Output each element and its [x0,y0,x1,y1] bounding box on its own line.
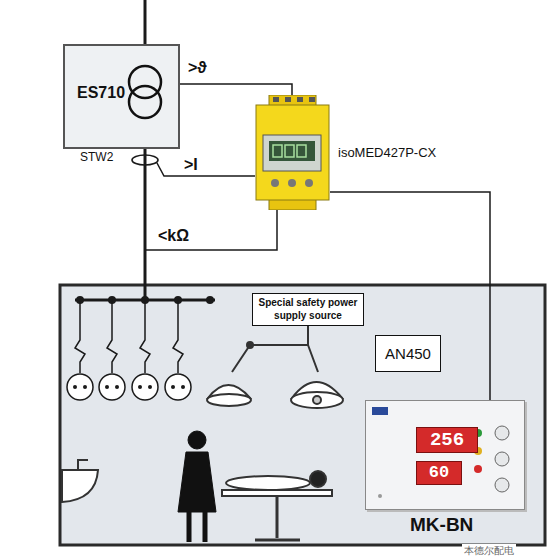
illustration-part [232,326,318,372]
illustration-part [165,374,191,400]
indicator-led [474,465,482,473]
illustration-part [222,490,332,496]
button [305,179,313,187]
part-name: STW2 [80,150,113,164]
illustration-part [73,385,77,389]
alarm-box: AN450 [375,335,441,372]
operating-room [60,285,545,545]
box-label: Special safety power supply source [257,297,359,322]
device-name: MK-BN [410,514,473,536]
device-housing [255,95,330,210]
measurement-label: <kΩ [158,227,189,245]
device-name: AN450 [376,336,440,371]
illustration-part [247,342,253,348]
device-name: isoMED427P-CX [338,145,436,160]
illustration-part [67,374,93,400]
operating-table [222,471,332,540]
illustration-part [75,300,85,373]
illustration-part [189,512,205,542]
illustration-part [138,385,142,389]
socket-outlets [67,300,191,400]
illustration-part [226,476,310,490]
lcd [269,141,315,161]
illustration-part [115,385,119,389]
logo-plate [372,407,388,415]
staff-figure [178,431,216,542]
screw [378,494,382,498]
socket-holes [73,385,185,389]
illustration-part [99,374,125,400]
monitoring-device: isoMED427P-CX [255,95,330,210]
device-name: ES710 [77,84,125,102]
panel-controls [366,401,523,508]
alarm-panel: 25660MK-BN [365,400,525,510]
illustration-part [310,471,326,487]
measurement-label: >ϑ [188,59,207,77]
panel-button [495,478,509,492]
illustration-part [157,163,255,176]
panel-button [495,452,509,466]
terminal [285,97,291,102]
terminal [309,97,315,102]
sink [62,460,98,502]
illustration-part [313,396,321,404]
illustration-part [171,385,175,389]
illustration-part [173,300,183,373]
winding [129,86,161,118]
illustration-part [140,300,150,373]
surgical-lamp [207,326,343,408]
illustration-part [83,385,87,389]
illustration-part [107,300,117,373]
display-value: 256 [416,427,478,453]
illustration-part [188,431,206,449]
terminal [297,97,303,102]
illustration-part [78,460,88,470]
housing-body [256,105,329,200]
lcd-segment [285,145,294,157]
power-source-box: Special safety power supply source [252,293,364,326]
button [271,179,279,187]
winding [129,66,161,98]
watermark: 本德尔配电 [462,544,516,558]
illustration-part [255,496,300,540]
illustration-part [207,394,251,406]
transformer-box: ES710 [63,44,180,149]
panel-button [495,426,509,440]
terminal [273,97,279,102]
front-panel [263,135,321,171]
illustration-part [148,385,152,389]
measurement-label: >I [184,156,198,174]
button [288,179,296,187]
lcd-segment [273,145,282,157]
illustration-part [291,392,343,408]
illustration-part [62,470,98,502]
illustration-part [181,385,185,389]
lcd-segment [297,145,306,157]
current-transformer [132,155,158,165]
display-value: 60 [416,461,462,485]
illustration-part [145,210,277,250]
illustration-part [132,374,158,400]
illustration-part [105,385,109,389]
illustration-part [178,452,216,512]
signal-wire [180,84,292,95]
illustration-part [206,296,214,304]
